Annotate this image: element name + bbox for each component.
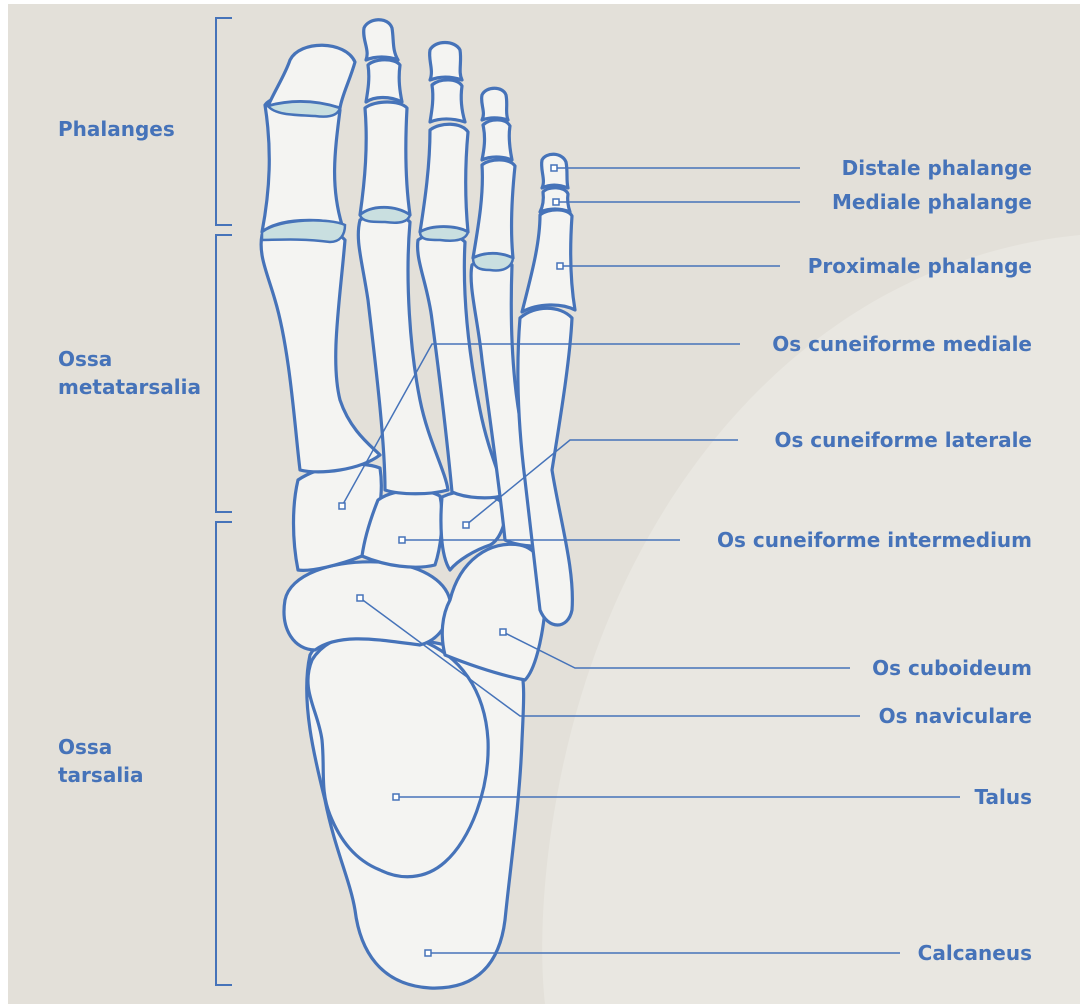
group-metatarsalia-line1: Ossa [58,345,201,373]
cartilage-4 [473,254,513,271]
toe-2-proximal [360,102,410,215]
toe-3-distal [430,43,462,81]
toe-4-middle [482,120,512,160]
group-metatarsalia-line2: metatarsalia [58,373,201,401]
marker-cuneiforme-intermedium [399,537,405,543]
label-cuneiforme-intermedium: Os cuneiforme intermedium [717,526,1032,554]
label-cuboideum: Os cuboideum [872,654,1032,682]
cuboideum-bone [442,544,546,680]
marker-cuneiforme-mediale [339,503,345,509]
hallux-distal-phalanx [268,45,355,108]
toe-3-middle [430,80,465,122]
cartilage-2 [360,208,410,223]
marker-proximale-phalange [557,263,563,269]
label-proximale-phalange: Proximale phalange [808,252,1032,280]
marker-mediale-phalange [553,199,559,205]
group-phalanges-text: Phalanges [58,117,175,141]
toe-4-proximal [473,160,515,258]
label-mediale-phalange: Mediale phalange [832,188,1032,216]
label-talus: Talus [974,783,1032,811]
label-naviculare: Os naviculare [879,702,1032,730]
label-cuneiforme-mediale: Os cuneiforme mediale [772,330,1032,358]
group-tarsalia-line2: tarsalia [58,761,144,789]
toe-4-distal [482,88,508,120]
bracket-tarsalia [216,522,232,985]
cartilage-3 [420,227,468,241]
naviculare-bone [284,562,450,650]
marker-cuboideum [500,629,506,635]
group-label-tarsalia: Ossa tarsalia [58,733,144,789]
marker-talus [393,794,399,800]
marker-naviculare [357,595,363,601]
label-distale-phalange: Distale phalange [842,154,1032,182]
toe-2-middle [366,60,402,102]
group-tarsalia-line1: Ossa [58,733,144,761]
toe-2-distal [364,20,398,60]
toe-3-proximal [420,124,468,232]
marker-cuneiforme-laterale [463,522,469,528]
group-label-phalanges: Phalanges [58,115,175,143]
group-label-metatarsalia: Ossa metatarsalia [58,345,201,401]
bracket-metatarsalia [216,235,232,512]
marker-distale-phalange [551,165,557,171]
toe-5-proximal [522,210,575,312]
bracket-phalanges [216,18,232,225]
marker-calcaneus [425,950,431,956]
label-calcaneus: Calcaneus [918,939,1032,967]
label-cuneiforme-laterale: Os cuneiforme laterale [774,426,1032,454]
